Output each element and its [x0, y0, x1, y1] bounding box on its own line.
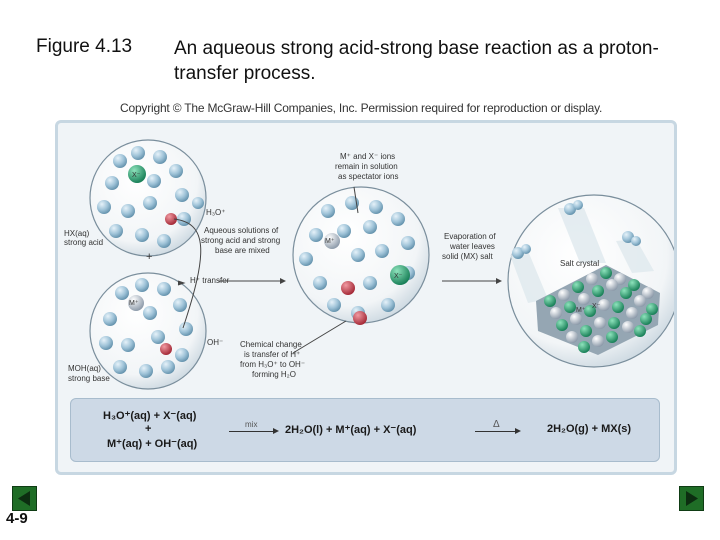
equation-reactant-2: M⁺(aq) + OH⁻(aq) [107, 438, 198, 450]
salt-crystal-label: Salt crystal [560, 259, 599, 268]
base-m-ion-label: M⁺ [129, 300, 139, 307]
mixed-caption-line-3: base are mixed [215, 246, 270, 255]
change-caption-line-4: forming H₂O [252, 370, 296, 379]
mixed-m-ion [324, 233, 340, 249]
spectator-caption-line-3: as spectator ions [338, 172, 398, 181]
mixed-caption-line-1: Aqueous solutions of [204, 226, 279, 235]
crystal-m-label: M⁺ [576, 307, 586, 314]
evaporation-caption-line-2: water leaves [449, 242, 495, 251]
mixed-sphere: M⁺ X⁻ [292, 186, 430, 325]
next-slide-button[interactable] [679, 486, 704, 511]
figure-label: Figure 4.13 [36, 36, 133, 57]
mixed-x-ion-label: X⁻ [394, 273, 403, 280]
base-sphere: M⁺ [89, 272, 207, 390]
mix-arrow-label: mix [245, 420, 258, 429]
diagram-labels: H₃O⁺ HX(aq) strong acid + H⁺ transfer OH… [64, 152, 496, 383]
heat-arrow-label: Δ [493, 419, 500, 430]
figure-title: An aqueous strong acid-strong base react… [174, 38, 659, 84]
mixed-hydroxide [353, 311, 367, 325]
h-transfer-label: H⁺ transfer [190, 276, 230, 285]
mixed-m-ion-label: M⁺ [325, 238, 335, 245]
equation-plus: + [145, 423, 152, 435]
oh-label: OH⁻ [207, 338, 223, 347]
reaction-diagram: X⁻ M⁺ M⁺ X⁻ [64, 139, 674, 390]
copyright-notice: Copyright © The McGraw-Hill Companies, I… [120, 101, 603, 115]
salt-crystal-lattice [536, 265, 660, 355]
heat-arrow [475, 428, 521, 434]
acid-x-ion-label: X⁻ [132, 172, 141, 179]
left-triangle-icon [18, 491, 30, 506]
equation-box: H₃O⁺(aq) + X⁻(aq) + M⁺(aq) + OH⁻(aq) mix… [70, 398, 660, 462]
mix-arrow [229, 428, 279, 434]
right-triangle-icon [686, 491, 698, 506]
spectator-caption-line-2: remain in solution [335, 162, 398, 171]
salt-sphere: Salt crystal M⁺ X⁻ [507, 194, 674, 368]
base-water-molecules [99, 278, 193, 378]
evaporation-caption-line-3: solid (MX) salt [442, 252, 493, 261]
mixed-hydronium [341, 281, 355, 295]
acid-water-molecules [97, 146, 204, 248]
connector-arrows [173, 186, 502, 354]
page-number: 4-9 [6, 510, 28, 527]
vapor-molecules [510, 200, 654, 303]
acid-label-line-2: strong acid [64, 238, 103, 247]
change-caption-line-2: is transfer of H⁺ [244, 350, 300, 359]
base-hydroxide [160, 343, 172, 355]
base-m-ion [128, 295, 144, 311]
spectator-caption-line-1: M⁺ and X⁻ ions [340, 152, 395, 161]
equation-reactant-1: H₃O⁺(aq) + X⁻(aq) [103, 410, 197, 422]
change-caption-line-1: Chemical change [240, 340, 302, 349]
reactant-plus: + [146, 251, 152, 263]
acid-sphere: X⁻ [89, 139, 207, 257]
acid-label-line-1: HX(aq) [64, 229, 90, 238]
mixed-caption-line-2: strong acid and strong [201, 236, 280, 245]
h3o-label: H₃O⁺ [206, 208, 225, 217]
base-label-line-1: MOH(aq) [68, 364, 101, 373]
evaporation-caption-line-1: Evaporation of [444, 232, 496, 241]
change-caption-line-3: from H₃O⁺ to OH⁻ [240, 360, 305, 369]
equation-products-1: 2H₂O(l) + M⁺(aq) + X⁻(aq) [285, 424, 417, 436]
mixed-x-ion [390, 265, 410, 285]
acid-hydronium [165, 213, 177, 225]
crystal-x-label: X⁻ [592, 303, 601, 310]
equation-products-2: 2H₂O(g) + MX(s) [547, 423, 632, 435]
previous-slide-button[interactable] [12, 486, 37, 511]
base-label-line-2: strong base [68, 374, 110, 383]
acid-x-ion [128, 165, 146, 183]
